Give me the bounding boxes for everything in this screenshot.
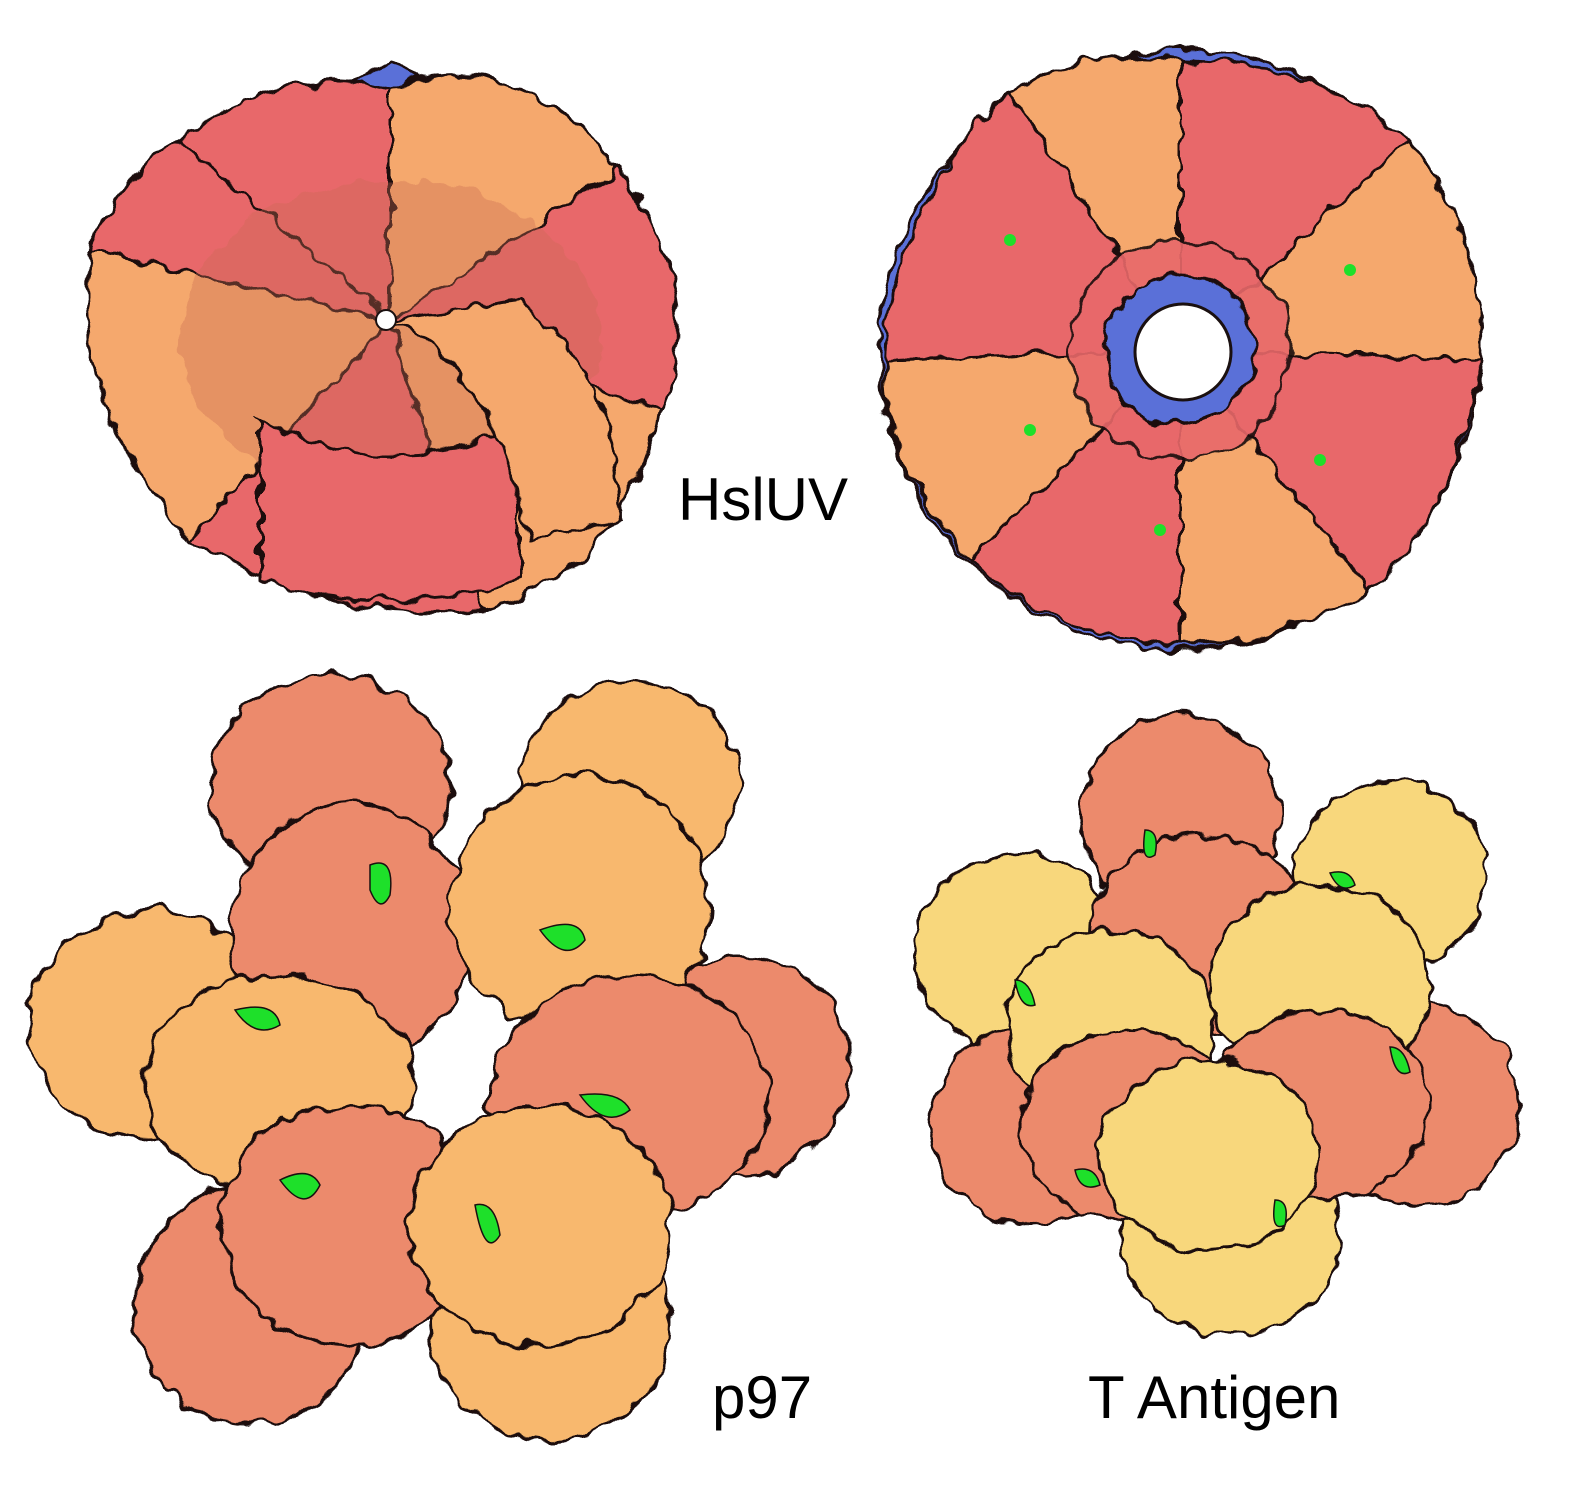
t-antigen-molecule [913,713,1522,1337]
hsluv-label: HslUV [678,466,849,533]
hsluv-top-view-molecule [878,48,1483,652]
hsluv-side-view-molecule [85,58,680,613]
p97-molecule [28,673,852,1442]
t-antigen-label: T Antigen [1088,1364,1341,1431]
p97-label: p97 [712,1364,813,1431]
